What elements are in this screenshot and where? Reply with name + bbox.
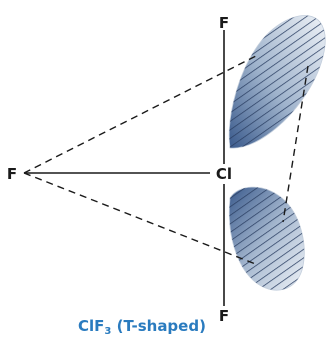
dashed-edge-left-to-top — [23, 54, 259, 174]
lone-pair-lobe-lower — [228, 186, 305, 291]
dashed-edge-right — [282, 65, 309, 223]
atom-f-bottom: F — [219, 307, 229, 325]
dashed-edge-left-to-bottom — [23, 172, 259, 266]
atom-f-top: F — [219, 14, 229, 32]
caption-formula: ClF — [78, 317, 104, 335]
caption-subscript: 3 — [104, 326, 111, 337]
atom-cl-center: Cl — [216, 165, 232, 183]
atom-f-left: F — [7, 165, 17, 183]
molecule-caption: ClF3 (T-shaped) — [78, 317, 206, 337]
caption-geometry: (T-shaped) — [111, 317, 206, 335]
